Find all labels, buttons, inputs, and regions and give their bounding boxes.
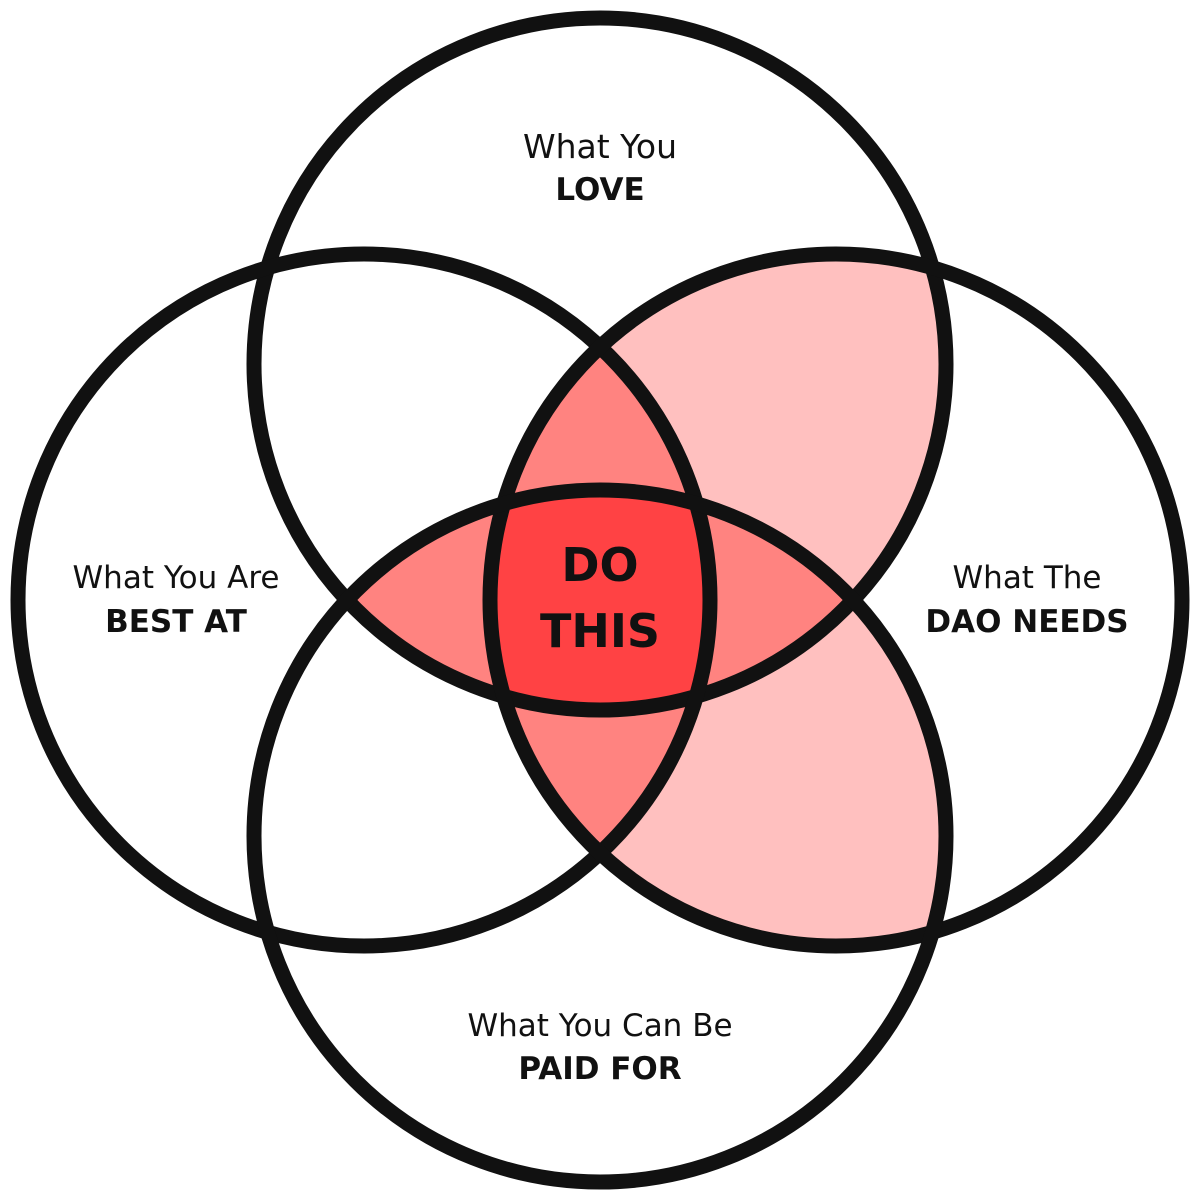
love-circle [246,10,954,718]
best-at-label-line1: What You Are [73,560,280,596]
best-at-circle [10,246,718,954]
dao-needs-label-line1: What The [953,560,1102,596]
center-label-line2: THIS [540,604,660,658]
dao-needs-circle [482,246,1190,954]
dao-needs-label-line2: DAO NEEDS [925,604,1128,640]
best-at-label-line2: BEST AT [105,604,247,640]
love-label-line1: What You [523,127,677,166]
paid-for-label-line1: What You Can Be [467,1008,732,1044]
love-label-line2: LOVE [555,172,644,208]
paid-for-label-line2: PAID FOR [518,1051,681,1087]
center-label-line1: DO [561,538,638,592]
paid-for-circle [246,482,954,1190]
